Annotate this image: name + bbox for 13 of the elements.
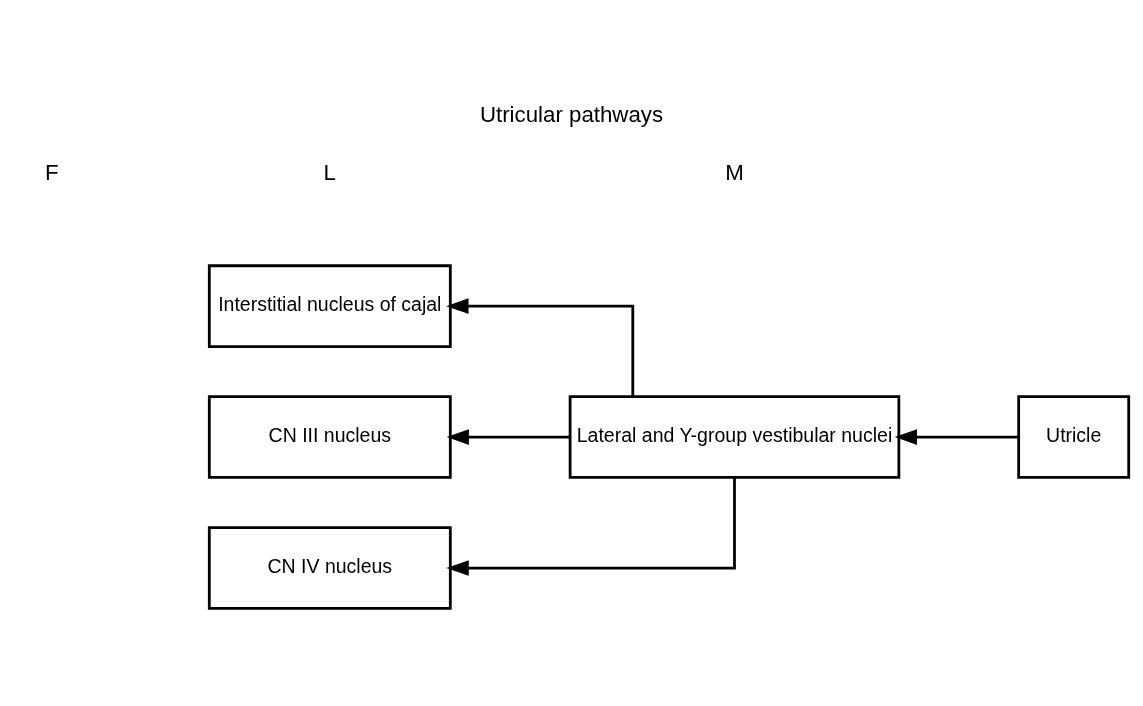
label: F [45,159,59,185]
node-box: CN III nucleus [207,394,452,479]
arrow [894,428,1019,445]
diagram-title: Utricular pathways [479,101,664,127]
node-box: Lateral and Y-group vestibular nuclei [568,394,901,479]
arrow [446,297,635,396]
label: M [725,159,744,185]
node-box: Utricle [1017,394,1131,479]
node-box: CN IV nucleus [207,525,452,610]
arrow [446,477,736,576]
arrow [446,428,570,445]
node-box: Interstitial nucleus of cajal [207,263,452,348]
label: L [323,159,336,185]
